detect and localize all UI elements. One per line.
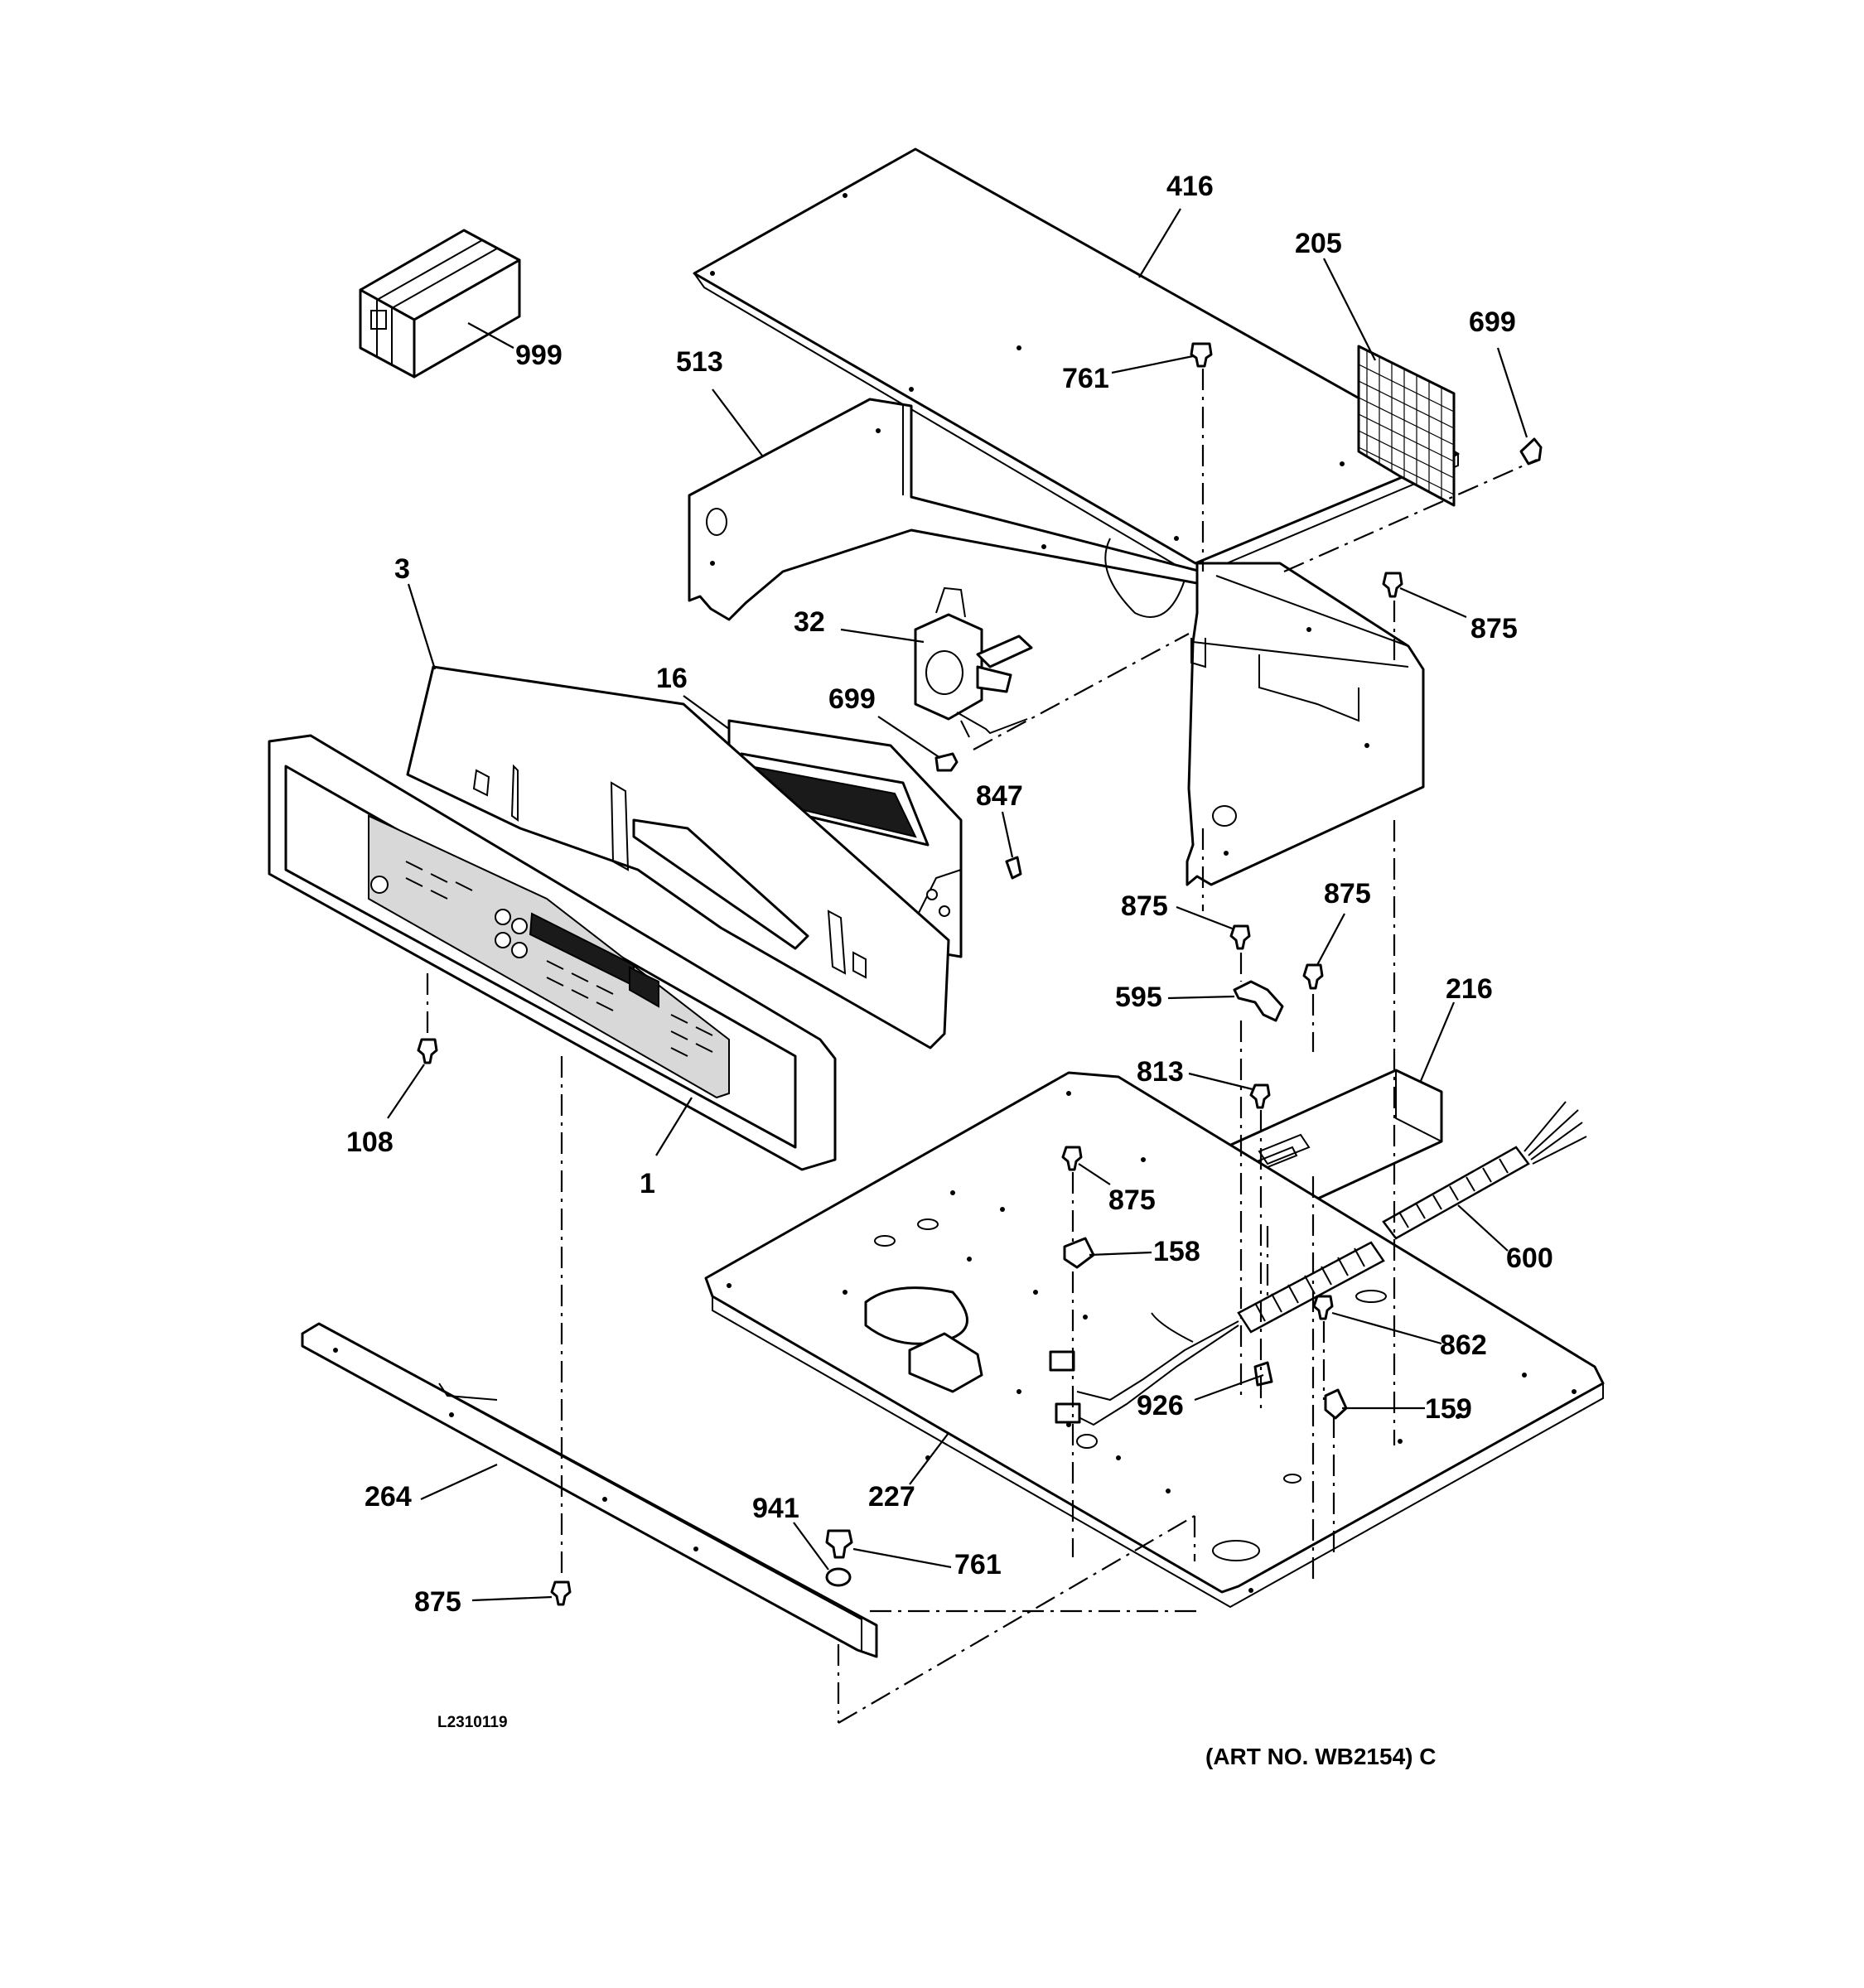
label-875-bottom: 875 xyxy=(414,1586,461,1618)
label-264: 264 xyxy=(365,1481,412,1513)
part-16-control-board xyxy=(727,719,963,958)
label-761-bottom: 761 xyxy=(954,1549,1002,1580)
label-1: 1 xyxy=(640,1168,655,1199)
screw-108 xyxy=(417,1038,438,1064)
label-847: 847 xyxy=(976,780,1023,812)
label-875-right: 875 xyxy=(1470,613,1518,644)
screw-699-fan xyxy=(934,752,959,772)
screw-875-bottom xyxy=(550,1580,572,1606)
leader-lines xyxy=(387,208,1528,1602)
alignment-lines xyxy=(426,369,1538,1724)
label-216: 216 xyxy=(1446,973,1493,1005)
screw-875-base xyxy=(1061,1146,1083,1171)
part-999-box xyxy=(359,229,521,379)
side-panel-right xyxy=(1186,562,1425,886)
label-761-top: 761 xyxy=(1062,363,1109,394)
label-813: 813 xyxy=(1137,1056,1184,1088)
part-205-mesh-screen xyxy=(1357,345,1456,507)
screw-875-mid2 xyxy=(1302,963,1324,990)
label-875-mid: 875 xyxy=(1121,890,1168,922)
label-875-mid2: 875 xyxy=(1324,878,1371,910)
label-227: 227 xyxy=(868,1481,915,1513)
part-1-control-panel xyxy=(268,734,837,1171)
clip-926 xyxy=(1253,1361,1273,1387)
label-875-base: 875 xyxy=(1108,1185,1156,1216)
part-3-control-trim xyxy=(406,665,950,1049)
label-205: 205 xyxy=(1295,228,1342,259)
part-227-base-plate xyxy=(704,1071,1605,1609)
art-number: (ART NO. WB2154) C xyxy=(1205,1744,1436,1769)
screw-699-right xyxy=(1519,437,1543,466)
label-16: 16 xyxy=(656,663,688,694)
screw-862 xyxy=(1312,1295,1334,1320)
label-108: 108 xyxy=(346,1127,394,1158)
label-999: 999 xyxy=(515,340,563,371)
label-416: 416 xyxy=(1166,171,1214,202)
screw-761-top xyxy=(1190,342,1213,368)
screw-813 xyxy=(1249,1083,1271,1109)
label-600: 600 xyxy=(1506,1242,1553,1274)
label-159: 159 xyxy=(1425,1393,1472,1425)
label-926: 926 xyxy=(1137,1390,1184,1421)
part-labels: 999 416 205 699 513 761 3 32 875 16 699 … xyxy=(346,171,1553,1769)
clamp-595 xyxy=(1233,980,1284,1022)
sensor-159 xyxy=(1324,1388,1348,1420)
label-3: 3 xyxy=(394,553,410,585)
label-595: 595 xyxy=(1115,982,1162,1013)
part-264-trim-bar xyxy=(301,1322,878,1658)
part-513-shroud xyxy=(688,398,1203,621)
drawing-number: L2310119 xyxy=(437,1714,508,1731)
sensor-158 xyxy=(1063,1237,1095,1269)
washer-761 xyxy=(825,1567,852,1587)
part-32-fan-motor xyxy=(914,586,1033,738)
label-158: 158 xyxy=(1153,1236,1200,1267)
label-699-fan: 699 xyxy=(828,683,876,715)
screw-847 xyxy=(1005,856,1022,880)
label-862: 862 xyxy=(1440,1329,1487,1361)
screw-941 xyxy=(825,1529,853,1559)
screw-875-right xyxy=(1382,572,1403,598)
label-699-top: 699 xyxy=(1469,306,1516,338)
label-32: 32 xyxy=(794,606,825,638)
label-941: 941 xyxy=(752,1493,799,1524)
screw-875-mid xyxy=(1229,924,1251,950)
label-513: 513 xyxy=(676,346,723,378)
